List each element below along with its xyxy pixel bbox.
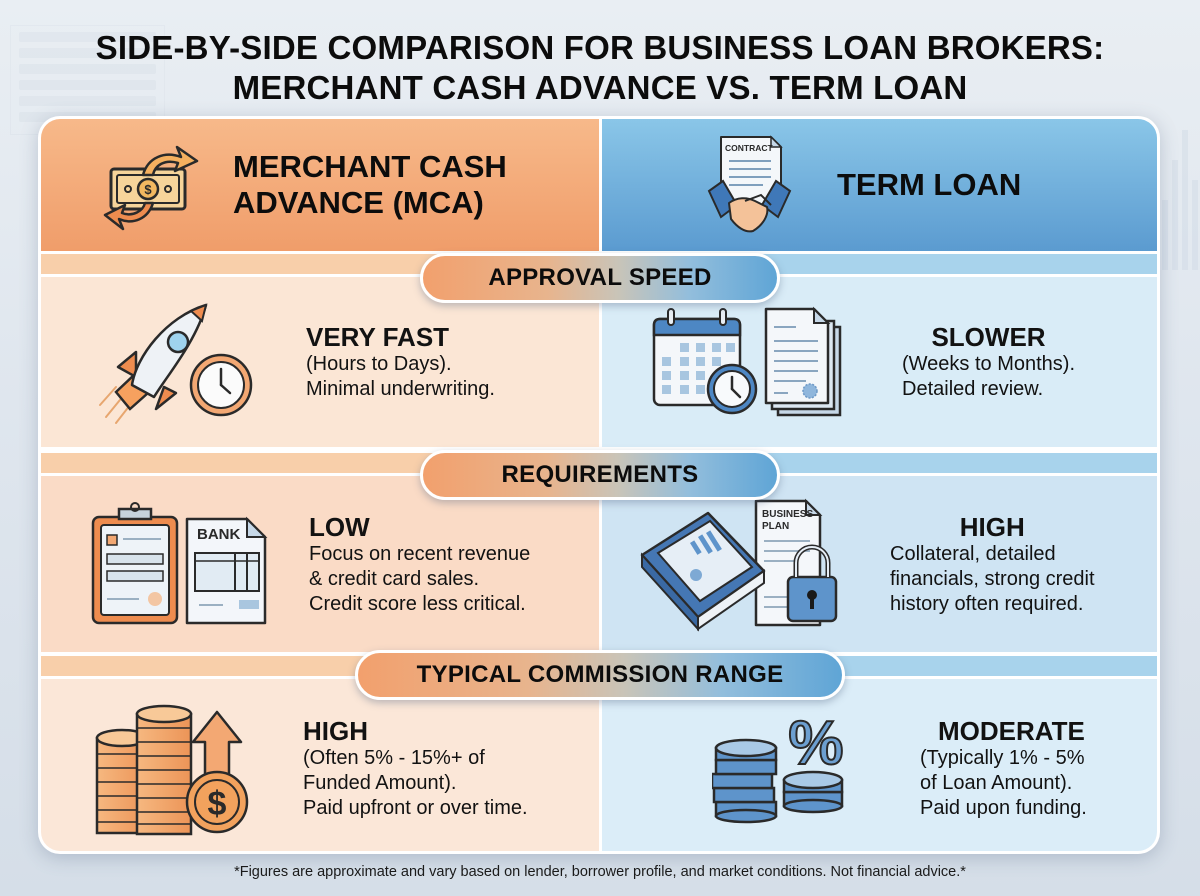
mca-approval-level: VERY FAST: [306, 322, 450, 352]
mca-commission-level: HIGH: [303, 715, 368, 746]
background-chart-decoration: [1160, 110, 1200, 270]
svg-text:PLAN: PLAN: [762, 521, 789, 532]
mca-header: $ MERCHANT CASH ADVANCE (MCA): [41, 119, 599, 251]
comparison-panel: $ MERCHANT CASH ADVANCE (MCA): [38, 116, 1160, 854]
money-exchange-icon: $: [103, 145, 199, 231]
term-commission-level: MODERATE: [938, 715, 1085, 746]
binder-business-plan-lock-icon: BUSINESS PLAN: [640, 498, 838, 632]
term-commission-row: % MODERATE (Typically 1% - 5% of Loan Am…: [602, 679, 1157, 851]
coins-percent-icon: %: [712, 708, 845, 824]
section-label-requirements: REQUIREMENTS: [420, 450, 780, 500]
svg-text:%: %: [788, 709, 843, 778]
svg-text:$: $: [208, 785, 227, 823]
svg-text:BANK: BANK: [197, 526, 240, 543]
title-line-2: MERCHANT CASH ADVANCE VS. TERM LOAN: [232, 69, 968, 106]
title-line-1: SIDE-BY-SIDE COMPARISON FOR BUSINESS LOA…: [95, 29, 1105, 66]
term-requirements-text: HIGH Collateral, detailed financials, st…: [890, 511, 1095, 615]
mca-requirements-text: LOW Focus on recent revenue & credit car…: [309, 511, 531, 615]
calendar-documents-icon: [652, 306, 842, 416]
mca-approval-row: VERY FAST (Hours to Days). Minimal under…: [41, 277, 599, 447]
mca-commission-text: HIGH (Often 5% - 15%+ of Funded Amount).…: [303, 715, 528, 819]
term-approval-level: SLOWER: [931, 322, 1046, 352]
mca-title: MERCHANT CASH ADVANCE (MCA): [233, 149, 507, 220]
mca-column: $ MERCHANT CASH ADVANCE (MCA): [41, 119, 599, 851]
disclaimer-footnote: *Figures are approximate and vary based …: [234, 864, 966, 880]
term-commission-text: MODERATE (Typically 1% - 5% of Loan Amou…: [920, 715, 1087, 819]
term-approval-row: SLOWER (Weeks to Months). Detailed revie…: [602, 277, 1157, 447]
clipboard-bank-statement-icon: BANK: [91, 502, 268, 625]
page-title: SIDE-BY-SIDE COMPARISON FOR BUSINESS LOA…: [0, 28, 1200, 108]
section-label-commission-range: TYPICAL COMMISSION RANGE: [355, 650, 845, 700]
svg-text:CONTRACT: CONTRACT: [725, 143, 773, 153]
term-requirements-level: HIGH: [959, 511, 1025, 542]
svg-text:$: $: [144, 182, 152, 197]
coin-stack-arrow-up-icon: $: [95, 704, 249, 836]
term-loan-header: CONTRACT TERM LOAN: [602, 119, 1157, 251]
mca-requirements-level: LOW: [309, 511, 370, 542]
term-loan-column: CONTRACT TERM LOAN: [602, 119, 1157, 851]
section-label-approval-speed: APPROVAL SPEED: [420, 253, 780, 303]
term-approval-text: SLOWER (Weeks to Months). Detailed revie…: [902, 322, 1076, 400]
contract-handshake-icon: CONTRACT: [707, 135, 792, 233]
term-requirements-row: BUSINESS PLAN HIGH C: [602, 476, 1157, 652]
mca-requirements-row: BANK LOW Focus on recent revenue & credi…: [41, 476, 599, 652]
rocket-clock-icon: [99, 303, 253, 424]
mca-commission-row: $ HIGH (Often 5% - 15%+ of Funded Amount…: [41, 679, 599, 851]
mca-approval-text: VERY FAST (Hours to Days). Minimal under…: [306, 322, 495, 400]
term-loan-title: TERM LOAN: [837, 167, 1022, 202]
svg-text:BUSINESS: BUSINESS: [762, 509, 813, 520]
